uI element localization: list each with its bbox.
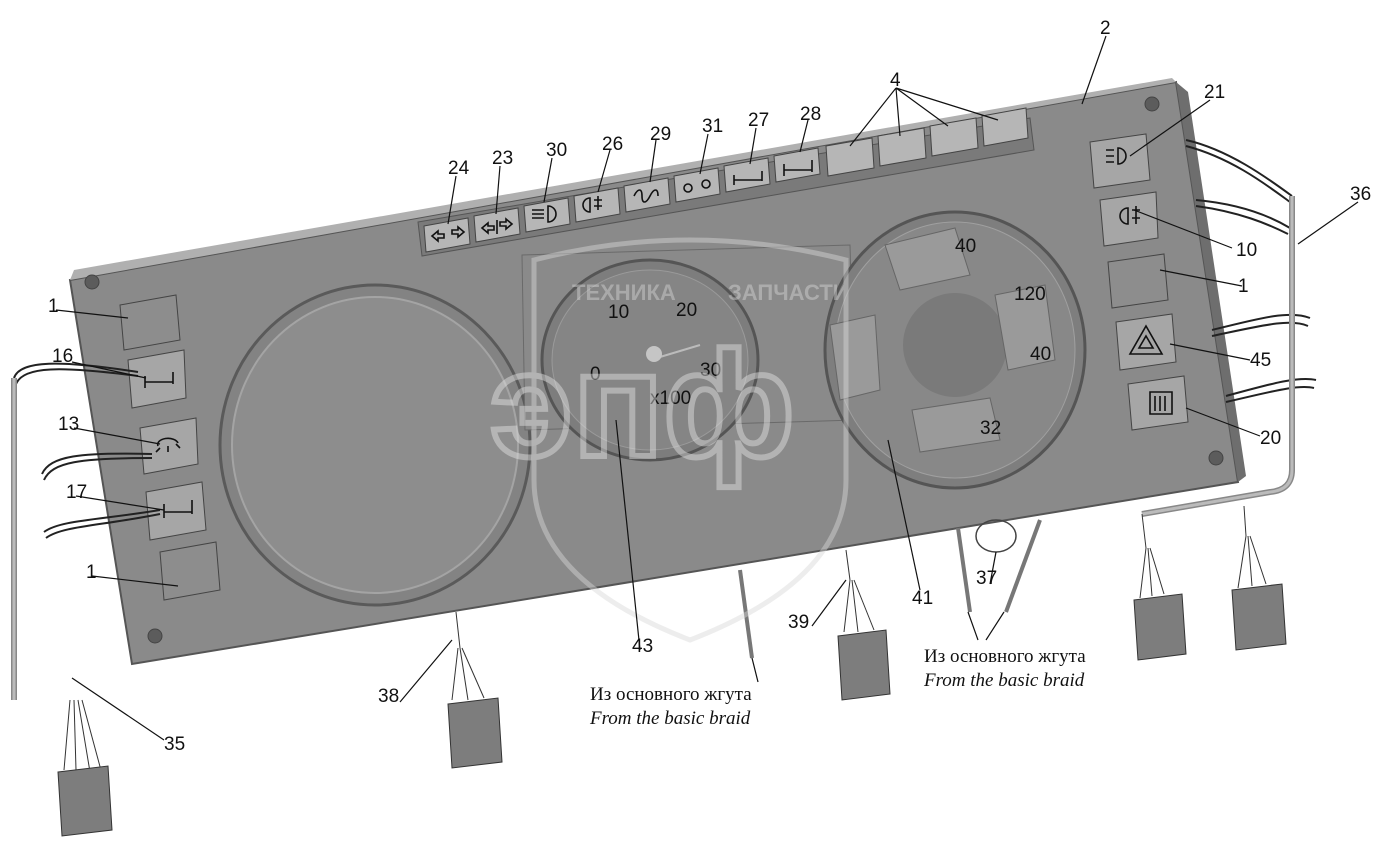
callout-29: 29 bbox=[650, 124, 671, 145]
tick-20: 20 bbox=[676, 300, 697, 321]
caption-left-en: From the basic braid bbox=[589, 708, 751, 729]
switch-hazard bbox=[1115, 313, 1177, 371]
harness-right bbox=[1141, 139, 1317, 517]
lamp-reserve-4 bbox=[981, 107, 1029, 147]
callout-35: 35 bbox=[164, 734, 185, 755]
callout-38: 38 bbox=[378, 686, 399, 707]
diff-lock-rear-switch-icon bbox=[163, 500, 193, 518]
glow-plug-icon bbox=[633, 189, 659, 203]
work-light-icon bbox=[155, 437, 181, 453]
callout-1-bottom: 1 bbox=[86, 562, 97, 583]
switch-diff-rear bbox=[145, 481, 207, 541]
left-switches bbox=[119, 294, 221, 601]
watermark: ТЕХНИКА ЗАПЧАСТИ эпф bbox=[487, 237, 849, 643]
parking-light-icon bbox=[683, 179, 711, 193]
front-fog-icon bbox=[1106, 147, 1127, 165]
lamp-symbols bbox=[430, 160, 813, 243]
switch-rear-fog bbox=[1099, 191, 1159, 247]
tick-0: 0 bbox=[590, 364, 601, 385]
callout-39: 39 bbox=[788, 612, 809, 633]
switch-diff-front bbox=[127, 349, 187, 409]
caption-left-ru: Из основного жгута bbox=[590, 684, 752, 705]
callout-36: 36 bbox=[1350, 184, 1371, 205]
callout-4: 4 bbox=[890, 70, 901, 91]
tick-10: 10 bbox=[608, 302, 629, 323]
callout-24: 24 bbox=[448, 158, 470, 179]
callout-31: 31 bbox=[702, 116, 723, 137]
temp-mark: 120 bbox=[1014, 284, 1046, 305]
rear-fog-switch-icon bbox=[1119, 206, 1140, 225]
captions: Из основного жгута From the basic braid … bbox=[589, 646, 1086, 729]
callout-1-top: 1 bbox=[48, 296, 59, 317]
switch-reserve-bottom bbox=[159, 541, 221, 601]
indicator-lamps bbox=[423, 107, 1029, 253]
combination-gauge: 120 40 40 32 bbox=[823, 210, 1087, 490]
lamp-high-beam bbox=[523, 197, 571, 233]
lamp-diff-lock-rear bbox=[773, 147, 821, 183]
callout-26: 26 bbox=[602, 134, 623, 155]
lamp-parking bbox=[673, 167, 721, 203]
callout-13: 13 bbox=[58, 414, 79, 435]
harness-bottom bbox=[447, 519, 1042, 769]
switch-reserve-right bbox=[1107, 253, 1169, 309]
switch-rear-heater bbox=[1127, 375, 1189, 431]
callout-1-right: 1 bbox=[1238, 276, 1249, 297]
watermark-left: ТЕХНИКА bbox=[572, 280, 676, 305]
trailer-turn-icon bbox=[480, 217, 514, 235]
callout-21: 21 bbox=[1204, 82, 1225, 103]
callout-16: 16 bbox=[52, 346, 73, 367]
switch-reserve-top bbox=[119, 294, 181, 351]
callout-30: 30 bbox=[546, 140, 567, 161]
callout-43: 43 bbox=[632, 636, 653, 657]
left-gauge-bezel bbox=[218, 283, 532, 607]
callout-23: 23 bbox=[492, 148, 513, 169]
hazard-icon bbox=[1128, 324, 1164, 355]
lamp-reserve-2 bbox=[877, 127, 927, 167]
lamp-reserve-1 bbox=[825, 137, 875, 177]
callout-20: 20 bbox=[1260, 428, 1281, 449]
fuel-mark: 40 bbox=[1030, 344, 1051, 365]
switch-worklight bbox=[139, 417, 199, 475]
callout-27: 27 bbox=[748, 110, 769, 131]
watermark-right: ЗАПЧАСТИ bbox=[728, 280, 849, 305]
callout-10: 10 bbox=[1236, 240, 1257, 261]
callout-2: 2 bbox=[1100, 18, 1111, 39]
volt-mark: 32 bbox=[980, 418, 1001, 439]
tachometer-gauge: 0 10 20 30 x100 bbox=[521, 244, 856, 462]
leader-lines bbox=[55, 35, 1359, 741]
diff-lock-front-icon bbox=[733, 171, 763, 185]
harness-left-plug bbox=[57, 699, 113, 837]
high-beam-icon bbox=[532, 205, 557, 223]
harness-left bbox=[11, 362, 161, 700]
callouts: 1 16 13 17 1 2 4 24 23 30 26 29 31 27 28… bbox=[48, 18, 1371, 755]
oil-mark: 40 bbox=[955, 236, 976, 257]
callout-45: 45 bbox=[1250, 350, 1271, 371]
tick-30: 30 bbox=[700, 360, 721, 381]
harness-right-plugs bbox=[1133, 505, 1287, 661]
watermark-logo: эпф bbox=[490, 320, 795, 488]
callout-41: 41 bbox=[912, 588, 933, 609]
right-switches bbox=[1089, 133, 1189, 431]
right-switch-icons bbox=[1106, 147, 1173, 415]
caption-right-en: From the basic braid bbox=[923, 670, 1085, 691]
rear-fog-icon bbox=[582, 196, 602, 213]
rear-window-heater-icon bbox=[1149, 391, 1173, 415]
callout-37: 37 bbox=[976, 568, 997, 589]
turn-arrows-icon bbox=[430, 225, 466, 243]
speed-unit: x100 bbox=[650, 388, 691, 409]
lamp-glow-plug bbox=[623, 177, 671, 213]
lamp-reserve-3 bbox=[929, 117, 979, 157]
lamp-rear-fog bbox=[573, 187, 621, 223]
caption-right-ru: Из основного жгута bbox=[924, 646, 1086, 667]
lamp-diff-lock-front bbox=[723, 157, 771, 193]
callout-17: 17 bbox=[66, 482, 87, 503]
diff-lock-rear-icon bbox=[783, 160, 813, 176]
switch-front-fog bbox=[1089, 133, 1151, 189]
callout-28: 28 bbox=[800, 104, 821, 125]
